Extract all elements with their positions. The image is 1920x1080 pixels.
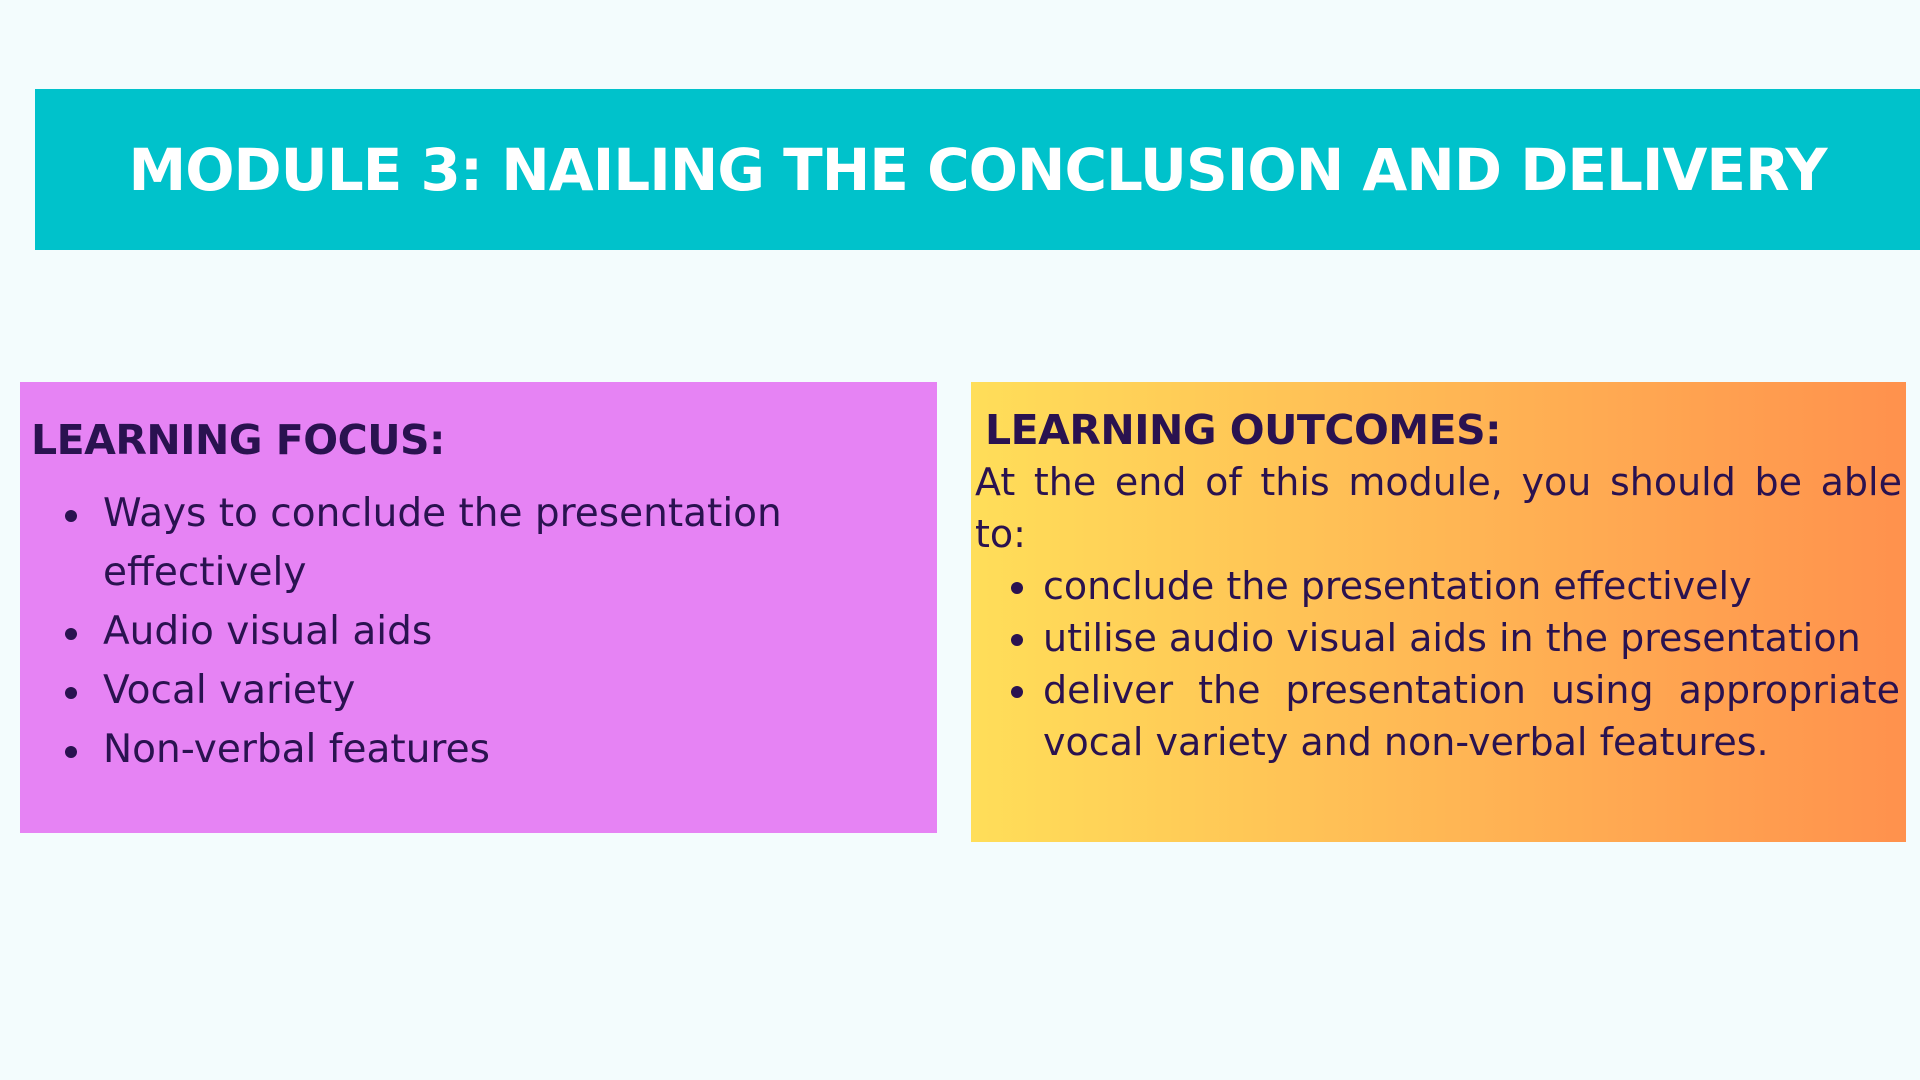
- title-banner: MODULE 3: NAILING THE CONCLUSION AND DEL…: [35, 89, 1920, 250]
- learning-outcomes-item: conclude the presentation effectively: [975, 560, 1902, 612]
- learning-outcomes-heading: LEARNING OUTCOMES:: [985, 406, 1502, 454]
- learning-focus-list: Ways to conclude the presentation effect…: [31, 484, 937, 779]
- learning-outcomes-intro: At the end of this module, you should be…: [975, 460, 1902, 556]
- bullet-icon: [65, 510, 77, 522]
- learning-focus-item-text: Ways to conclude the presentation effect…: [103, 491, 782, 595]
- learning-outcomes-list: conclude the presentation effectively ut…: [975, 560, 1902, 768]
- learning-focus-item-text: Audio visual aids: [103, 609, 433, 654]
- page-title: MODULE 3: NAILING THE CONCLUSION AND DEL…: [128, 135, 1827, 204]
- learning-outcomes-item-text: utilise audio visual aids in the present…: [1043, 616, 1861, 660]
- learning-focus-item: Ways to conclude the presentation effect…: [31, 484, 937, 602]
- learning-focus-item: Vocal variety: [31, 661, 937, 720]
- learning-focus-item-text: Vocal variety: [103, 668, 356, 713]
- learning-outcomes-item: deliver the presentation using appropria…: [975, 664, 1902, 768]
- bullet-icon: [65, 628, 77, 640]
- learning-outcomes-box: LEARNING OUTCOMES: At the end of this mo…: [971, 382, 1906, 842]
- learning-outcomes-item-text: conclude the presentation effectively: [1043, 564, 1752, 608]
- learning-focus-box: LEARNING FOCUS: Ways to conclude the pre…: [20, 382, 937, 833]
- bullet-icon: [1011, 686, 1023, 698]
- learning-outcomes-item: utilise audio visual aids in the present…: [975, 612, 1902, 664]
- learning-outcomes-item-text: deliver the presentation using appropria…: [1043, 668, 1900, 764]
- learning-focus-item: Non-verbal features: [31, 720, 937, 779]
- bullet-icon: [65, 687, 77, 699]
- bullet-icon: [65, 746, 77, 758]
- bullet-icon: [1011, 634, 1023, 646]
- learning-focus-item-text: Non-verbal features: [103, 727, 490, 772]
- learning-focus-item: Audio visual aids: [31, 602, 937, 661]
- learning-focus-heading: LEARNING FOCUS:: [31, 416, 445, 464]
- bullet-icon: [1011, 582, 1023, 594]
